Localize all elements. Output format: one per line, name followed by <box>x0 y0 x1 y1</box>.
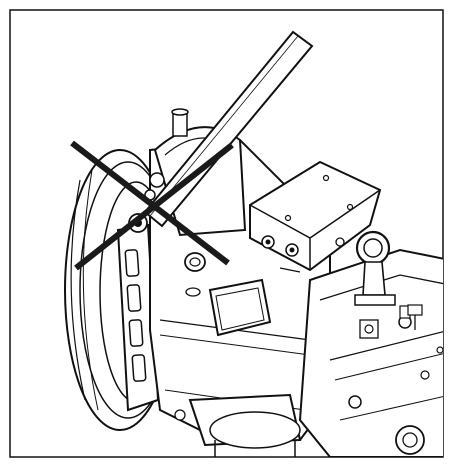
eye-bolt-right <box>354 230 396 306</box>
machine-assembly <box>64 30 443 457</box>
x-cross-icon <box>70 140 234 271</box>
inspection-cover <box>208 278 272 337</box>
junction-box <box>249 160 382 273</box>
gearbox-right <box>298 248 443 457</box>
eye-bolt-left <box>184 252 206 297</box>
housing-foot <box>174 393 302 457</box>
side-fitting <box>407 304 423 330</box>
